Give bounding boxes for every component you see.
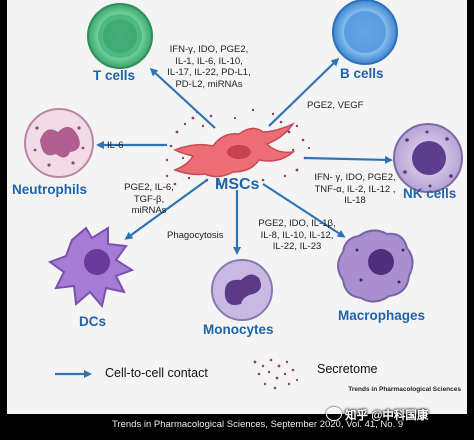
arrow-to-b-cells	[268, 57, 340, 127]
b-cell-icon	[332, 0, 398, 65]
watermark-text: 知乎 @中科国康	[345, 410, 429, 422]
arrow-to-dcs	[124, 179, 208, 240]
label-t-cells: T cells	[93, 68, 136, 83]
factor-line: PD-L2, miRNAs	[175, 78, 243, 90]
t-cell-icon	[87, 3, 153, 69]
factors-monocytes: Phagocytosis	[167, 230, 224, 242]
label-b-cells: B cells	[340, 66, 384, 81]
nk-cell-icon	[393, 123, 463, 193]
factors-dcs: PGE2, IL-6, TGF-β, miRNAs	[117, 182, 181, 217]
label-neutrophils: Neutrophils	[12, 182, 88, 197]
factor-line: miRNAs	[131, 205, 167, 216]
factor-line: IFN- γ, IDO, PGE2,	[314, 172, 396, 183]
factor-line: PGE2, IL-6,	[124, 182, 174, 193]
factor-line: PGE2, VEGF	[307, 100, 364, 111]
factor-line: IL-22, IL-23	[272, 241, 322, 252]
factor-line: IL-17, IL-22, PD-L1,	[167, 67, 251, 78]
factor-line: IL-8, IL-10, IL-12,	[260, 229, 334, 241]
factor-line: IL-6	[107, 140, 124, 151]
arrow-to-t-cells	[149, 67, 216, 129]
factor-line: TGF-β,	[133, 193, 165, 205]
legend-secretome-dots	[253, 358, 299, 390]
watermark: 知乎 @中科国康	[326, 407, 428, 423]
figure-panel: T cells B cells Neutrophils NK cells DCs…	[7, 0, 467, 414]
factors-t-cells: IFN-γ, IDO, PGE2, IL-1, IL-6, IL-10, IL-…	[157, 44, 261, 90]
label-mscs: MSCs	[215, 176, 260, 193]
dendritic-cell-icon	[47, 226, 135, 309]
factor-line: Phagocytosis	[167, 230, 224, 241]
msc-cell-icon	[172, 122, 296, 178]
journal-mark: Trends in Pharmacological Sciences	[348, 386, 461, 393]
macrophage-icon	[337, 229, 414, 303]
legend-secretome-label: Secretome	[317, 362, 378, 376]
factor-line: PGE2, IDO, IL-1β,	[258, 218, 336, 229]
diagram-canvas	[24, 0, 463, 390]
label-nk-cells: NK cells	[403, 186, 457, 201]
factor-line: IL-18	[344, 195, 366, 206]
factors-neutrophils: IL-6	[107, 140, 123, 152]
camera-icon	[326, 407, 342, 421]
factors-nk-cells: IFN- γ, IDO, PGE2, TNF-α, IL-2, IL-12 , …	[305, 172, 405, 207]
label-macrophages: Macrophages	[338, 308, 426, 323]
factor-line: IFN-γ, IDO, PGE2,	[169, 44, 249, 55]
factor-line: IL-1, IL-6, IL-10,	[175, 55, 243, 67]
label-monocytes: Monocytes	[203, 322, 274, 337]
footer-bar: Trends in Pharmacological Sciences, Sept…	[0, 414, 474, 440]
interaction-arrows	[96, 57, 393, 255]
citation-text: Trends in Pharmacological Sciences, Sept…	[112, 419, 404, 430]
arrow-to-nk-cells	[304, 155, 393, 164]
factor-line: TNF-α, IL-2, IL-12 ,	[314, 183, 396, 195]
label-dcs: DCs	[79, 314, 107, 329]
legend-cell-contact-label: Cell-to-cell contact	[105, 366, 208, 380]
neutrophil-icon	[24, 108, 94, 178]
arrow-to-macrophages	[262, 183, 346, 238]
monocyte-icon	[211, 259, 273, 321]
factors-macrophages: PGE2, IDO, IL-1β, IL-8, IL-10, IL-12, IL…	[249, 218, 345, 253]
factors-b-cells: PGE2, VEGF	[307, 100, 364, 112]
